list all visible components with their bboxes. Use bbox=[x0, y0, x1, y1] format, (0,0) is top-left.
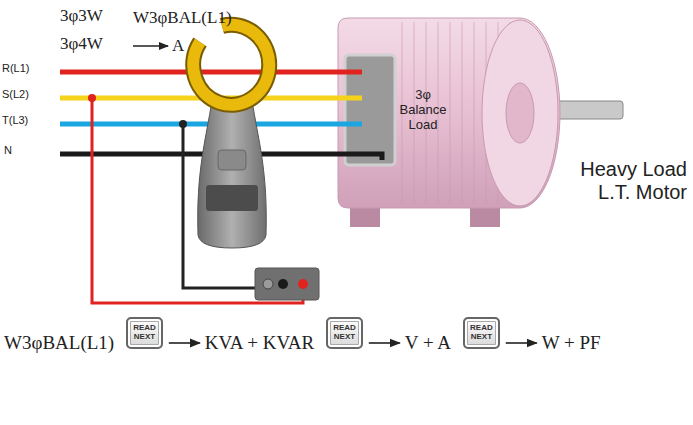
black-probe-tip bbox=[179, 120, 187, 128]
motor bbox=[338, 18, 623, 227]
read-next-button: READ NEXT bbox=[126, 317, 163, 349]
indicator-arrow bbox=[133, 45, 168, 47]
phase-label: T(L3) bbox=[2, 114, 28, 127]
meter-body bbox=[198, 100, 267, 248]
clamp-jaw bbox=[193, 25, 269, 105]
meter-display bbox=[206, 185, 258, 211]
reading-name: V + A bbox=[405, 332, 451, 353]
unit-label: A bbox=[172, 36, 184, 56]
reading-name: KVA + KVAR bbox=[205, 332, 314, 353]
circuit-type: 3φ3W bbox=[60, 6, 103, 26]
clamp-meter bbox=[193, 25, 319, 300]
red-probe-tip bbox=[88, 94, 96, 102]
reading-text: W3φBAL(L1) bbox=[4, 332, 114, 355]
sequence-arrow bbox=[169, 342, 200, 344]
sequence-arrow bbox=[369, 342, 400, 344]
motor-end bbox=[482, 20, 558, 206]
phase-label: S(L2) bbox=[2, 88, 29, 101]
motor-body bbox=[338, 18, 560, 208]
motor-label: Heavy Load L.T. Motor bbox=[563, 158, 687, 204]
neutral-label: N bbox=[4, 144, 12, 157]
jack-panel bbox=[255, 268, 319, 300]
reading-text: V + A bbox=[405, 332, 451, 355]
phase-label: R(L1) bbox=[2, 62, 30, 75]
reading-text: W + PF bbox=[542, 332, 601, 355]
read-next-button: READ NEXT bbox=[326, 317, 363, 349]
reading-name: W3φBAL(L1) bbox=[4, 332, 114, 353]
function-name: W3φBAL(L1) bbox=[133, 8, 232, 28]
sequence-arrow bbox=[506, 342, 537, 344]
button-text: READ NEXT bbox=[333, 324, 356, 342]
button-text: READ NEXT bbox=[470, 324, 493, 342]
clamp-jaw-edge bbox=[193, 25, 269, 105]
wire-r bbox=[60, 70, 362, 75]
motor-shaft bbox=[555, 101, 623, 119]
read-next-button: READ NEXT bbox=[463, 317, 500, 349]
motor-hub bbox=[506, 83, 534, 143]
reading-text: KVA + KVAR bbox=[205, 332, 314, 355]
load-label: 3φ Balance Load bbox=[396, 88, 450, 133]
meter-dial bbox=[218, 150, 246, 170]
jack-v bbox=[298, 279, 308, 289]
button-text: READ NEXT bbox=[133, 324, 156, 342]
jack-com bbox=[278, 279, 288, 289]
reading-name: W + PF bbox=[542, 332, 601, 353]
circuit-type: 3φ4W bbox=[60, 34, 103, 54]
jack bbox=[263, 279, 273, 289]
